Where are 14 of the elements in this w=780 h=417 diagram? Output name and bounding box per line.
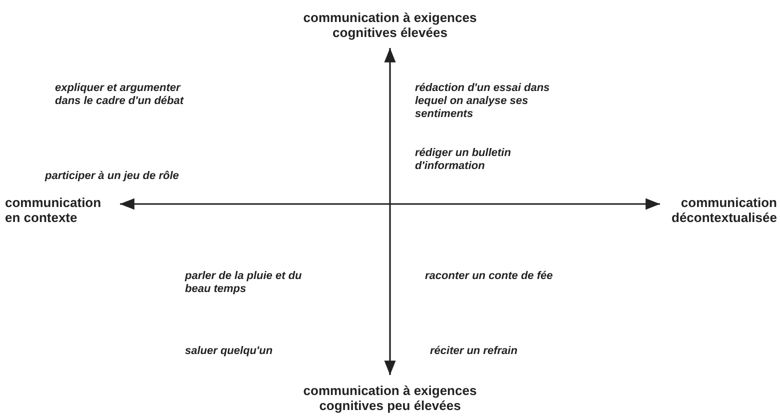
quadrant-example-text: rédaction d'un essai dans lequel on analyse ses sentiments xyxy=(415,82,551,121)
axis-end-label: communication à exigences cognitives élevées xyxy=(290,10,490,40)
axis-arrow xyxy=(120,198,660,210)
axis-end-label: communication à exigences cognitives peu élevées xyxy=(290,383,490,413)
quadrant-example-text: parler de la pluie et du beau temps xyxy=(185,270,303,296)
quadrant-example-text: participer à un jeu de rôle xyxy=(45,170,180,183)
quadrant-example-text: saluer quelqu'un xyxy=(185,345,274,358)
axis-end-label: communication décontextualisée xyxy=(665,195,777,225)
quadrant-example-text: réciter un refrain xyxy=(430,345,518,358)
axis-end-label: communication en contexte xyxy=(5,195,115,225)
quadrant-example-text: rédiger un bulletin d'information xyxy=(415,147,512,173)
axis-arrow xyxy=(384,48,396,375)
quadrant-example-text: raconter un conte de fée xyxy=(425,270,554,283)
quadrant-example-text: expliquer et argumenter dans le cadre d'un débat xyxy=(55,82,185,108)
